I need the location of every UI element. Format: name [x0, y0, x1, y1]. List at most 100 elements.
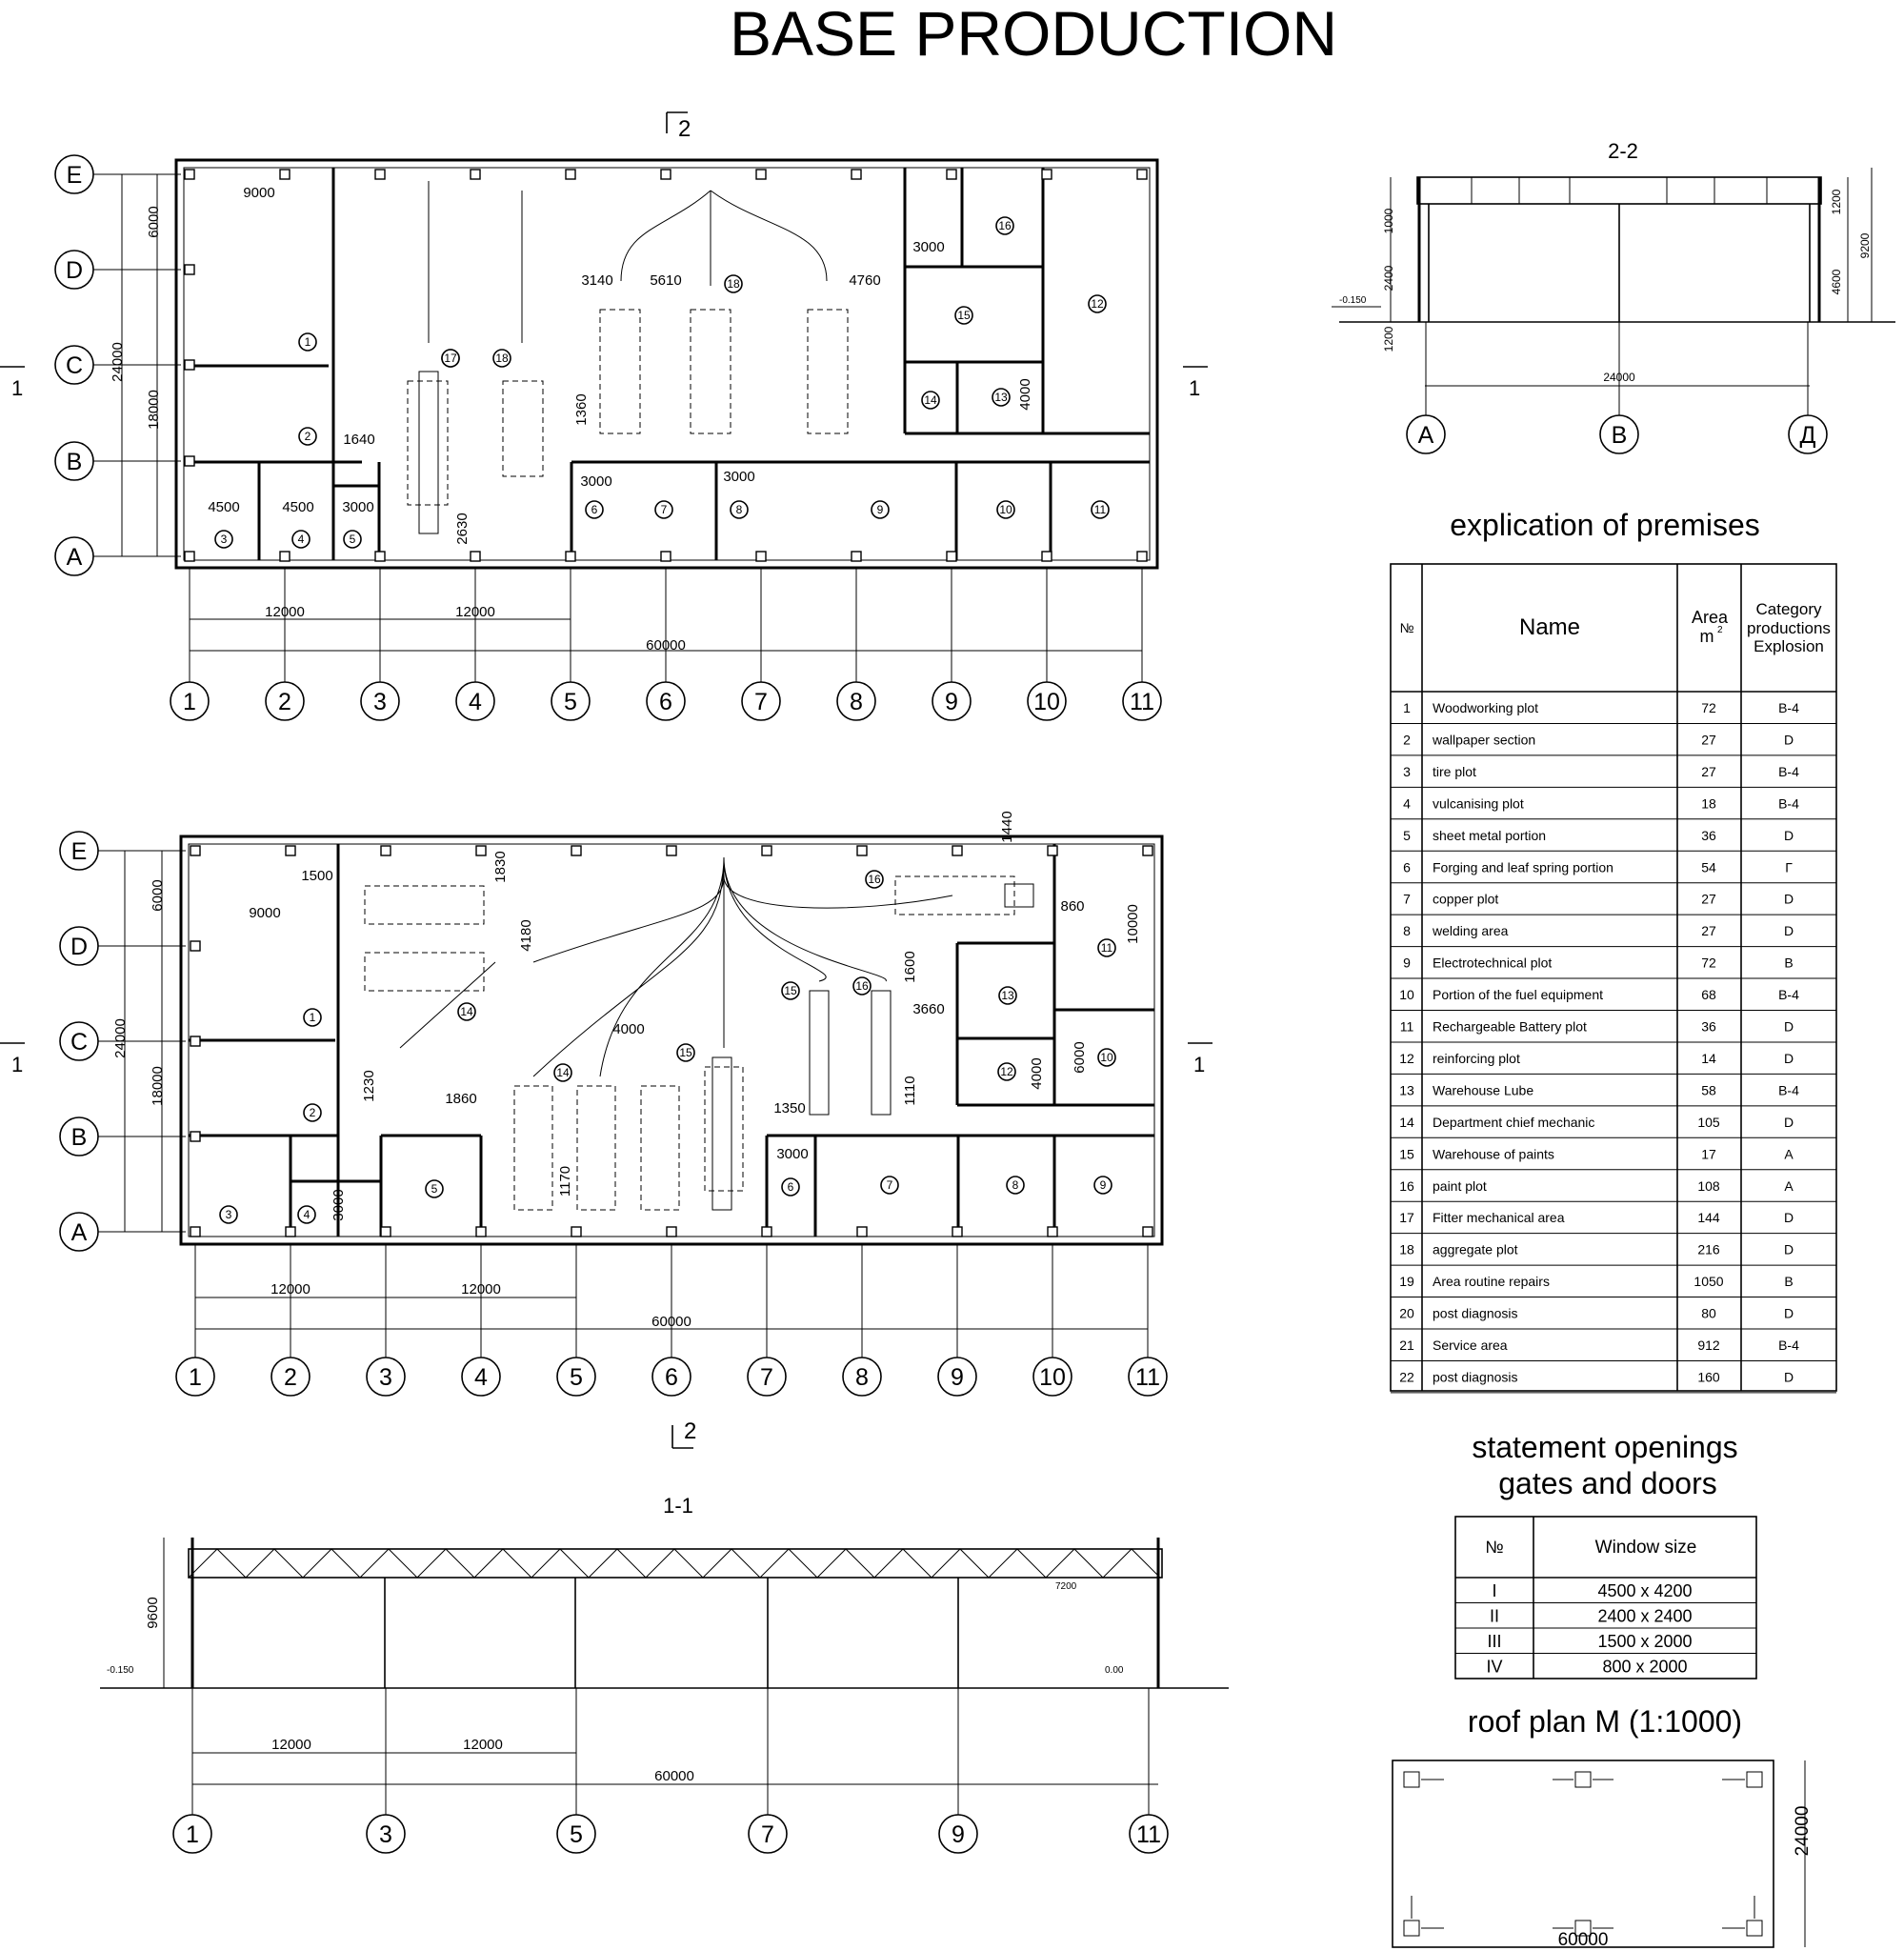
- upper-col-axis-1: 1: [170, 681, 210, 721]
- lower-room-5: 6: [781, 1177, 800, 1197]
- lower-room-1: 2: [303, 1103, 322, 1122]
- lower-dim-20: 4000: [1029, 1057, 1045, 1089]
- explication-cell-area: 68: [1701, 987, 1716, 1002]
- upper-room-1: 2: [298, 427, 317, 446]
- upper-room-3: 4: [291, 530, 311, 549]
- explication-cell-name: Portion of the fuel equipment: [1433, 987, 1603, 1002]
- section-2-2-dim-1200-left: 1200: [1382, 326, 1395, 352]
- section-1-1-axis-1-circle: [366, 1814, 406, 1854]
- section-2-2-dim-1000: 1000: [1382, 208, 1395, 233]
- explication-cell-category: Г: [1785, 859, 1793, 875]
- explication-cell-no: 20: [1399, 1306, 1414, 1321]
- upper-room-6: 7: [654, 500, 673, 519]
- lower-column-4-1: [571, 1226, 582, 1237]
- lower-dim-9: 3000: [331, 1189, 347, 1220]
- lower-col-axis-8-circle: [842, 1357, 882, 1397]
- lower-room-5-label: 6: [788, 1180, 794, 1194]
- upper-room-2-circle: [214, 530, 233, 549]
- lower-col-axis-3-label: 3: [379, 1364, 392, 1391]
- lower-column-1-0: [285, 845, 296, 856]
- explication-cell-area: 144: [1697, 1210, 1720, 1225]
- upper-room-17-label: 18: [495, 352, 509, 365]
- explication-cell-name: post diagnosis: [1433, 1306, 1518, 1321]
- upper-col-axis-4: 4: [455, 681, 495, 721]
- upper-room-17: 18: [492, 349, 511, 368]
- section-1-1-axis-2-label: 5: [570, 1821, 583, 1848]
- upper-column-3-1: [470, 551, 481, 562]
- lower-dim-12: 1350: [773, 1100, 805, 1116]
- explication-cell-area: 108: [1697, 1178, 1720, 1194]
- upper-col-axis-9: 9: [932, 681, 972, 721]
- upper-room-15-circle: [995, 216, 1014, 235]
- lower-room-6: 7: [880, 1176, 899, 1195]
- lower-dim-18: 10000: [1125, 904, 1141, 944]
- section-1-1-level-top: 7200: [1055, 1581, 1077, 1592]
- explication-cell-name: welding area: [1432, 923, 1509, 938]
- explication-cell-category: D: [1784, 828, 1794, 843]
- lower-col-axis-1-label: 1: [189, 1364, 202, 1391]
- lower-col-axis-8-label: 8: [855, 1364, 869, 1391]
- upper-col-axis-1-label: 1: [183, 689, 196, 715]
- openings-header-no: №: [1485, 1538, 1503, 1557]
- section-2-2-axis-2: Д: [1788, 414, 1828, 454]
- upper-dim-17: 12000: [265, 604, 305, 620]
- explication-cell-no: 13: [1399, 1082, 1414, 1097]
- lower-row-axis-A-label: A: [71, 1219, 88, 1246]
- upper-dim-4: 1640: [343, 432, 374, 448]
- lower-dim-23: 12000: [461, 1281, 501, 1297]
- lower-room-17: 16: [865, 870, 884, 889]
- lower-room-8: 9: [1093, 1176, 1112, 1195]
- plan-upper-structure: [174, 158, 1159, 570]
- explication-cell-area: 27: [1701, 923, 1716, 938]
- lower-col-axis-10-circle: [1032, 1357, 1072, 1397]
- explication-cell-area: 27: [1701, 732, 1716, 747]
- upper-col-axis-9-circle: [932, 681, 972, 721]
- upper-room-13-circle: [921, 391, 940, 410]
- lower-row-axis-E: E: [59, 831, 99, 871]
- lower-col-axis-8: 8: [842, 1357, 882, 1397]
- lower-room-6-circle: [880, 1176, 899, 1195]
- explication-cell-area: 1050: [1694, 1274, 1723, 1289]
- explication-block: explication of premises № Name Area m 2 …: [1390, 508, 1837, 1394]
- upper-col-axis-8-circle: [836, 681, 876, 721]
- upper-column-10-0: [1136, 169, 1148, 180]
- explication-heading: explication of premises: [1450, 508, 1759, 542]
- lower-room-14: 14: [553, 1063, 572, 1082]
- lower-room-5-circle: [781, 1177, 800, 1197]
- section-1-1-axis-5-circle: [1129, 1814, 1169, 1854]
- roof-plan-block: roof plan M (1:1000) 24000 60000: [1392, 1704, 1813, 1950]
- explication-cell-category: D: [1784, 1306, 1794, 1321]
- upper-col-axis-4-circle: [455, 681, 495, 721]
- lower-row-axis-B-label: B: [71, 1124, 88, 1151]
- lower-room-7: 8: [1006, 1176, 1025, 1195]
- explication-cell-name: Area routine repairs: [1433, 1274, 1550, 1289]
- upper-col-axis-11-circle: [1122, 681, 1162, 721]
- section-1-1-axis-0-circle: [172, 1814, 212, 1854]
- lower-col-axis-4: 4: [461, 1357, 501, 1397]
- lower-col-axis-2-label: 2: [284, 1364, 297, 1391]
- lower-col-axis-5-circle: [556, 1357, 596, 1397]
- explication-cell-category: B-4: [1778, 987, 1799, 1002]
- upper-dim-5: 4500: [208, 499, 239, 515]
- lower-room-15-circle: [676, 1043, 695, 1062]
- explication-cell-name: Electrotechnical plot: [1433, 955, 1552, 971]
- upper-column-8-0: [946, 169, 957, 180]
- explication-cell-no: 7: [1403, 892, 1411, 907]
- upper-col-axis-5: 5: [551, 681, 591, 721]
- explication-cell-category: B: [1784, 1274, 1793, 1289]
- upper-room-5: 6: [585, 500, 604, 519]
- lower-room-17-label: 16: [868, 873, 881, 886]
- upper-dim-9: 3140: [581, 272, 612, 289]
- lower-dim-24: 60000: [651, 1314, 691, 1330]
- upper-col-axis-11: 11: [1122, 681, 1162, 721]
- upper-room-4-circle: [343, 530, 362, 549]
- section-mark-1-right-lower: 1: [1193, 1053, 1205, 1076]
